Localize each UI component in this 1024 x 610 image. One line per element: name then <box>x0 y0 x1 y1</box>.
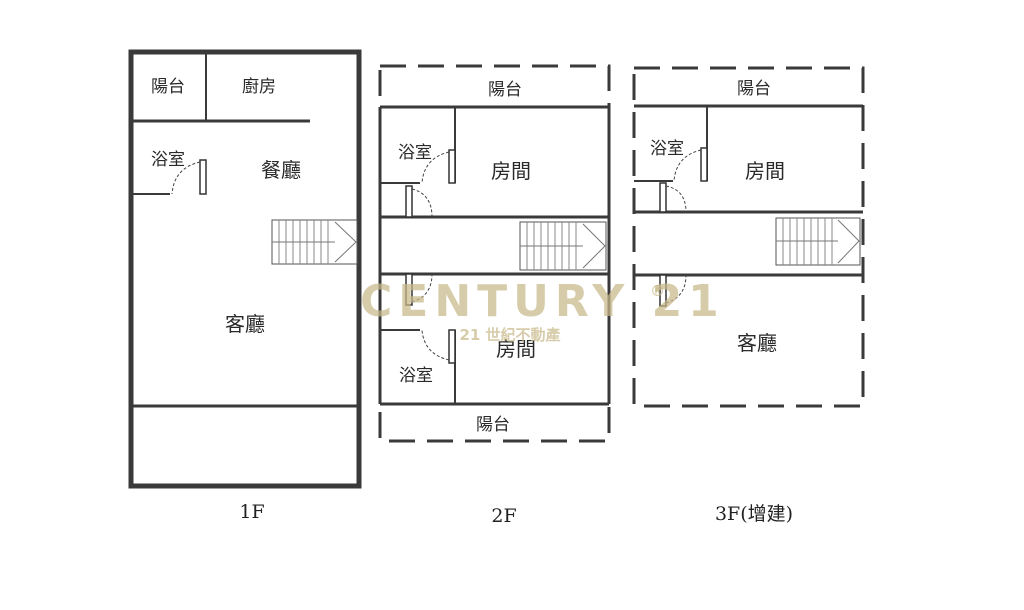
floor-3f-plan: 陽台 浴室 房間 客廳 <box>632 66 865 408</box>
floor-1f-plan: 陽台 廚房 浴室 餐廳 客廳 <box>128 49 362 489</box>
floor-1f-bathroom-door <box>171 159 207 195</box>
floor-2f-stairs <box>519 221 607 271</box>
floor-2f-room-upper-label: 房間 <box>491 159 531 183</box>
floor-2f-outer-dashed <box>378 64 611 443</box>
floor-1f-kitchen-label: 廚房 <box>242 76 276 97</box>
floor-3f-balcony-label: 陽台 <box>737 79 771 99</box>
floor-1f-living-label: 客廳 <box>225 312 265 336</box>
floor-1f-stairs <box>271 219 358 265</box>
floor-2f-balcony-bottom-label: 陽台 <box>476 415 510 435</box>
floor-2f-balcony-top-label: 陽台 <box>488 80 522 100</box>
floor-1f-caption: 1F <box>239 501 264 523</box>
floor-1f-outer-wall <box>128 49 362 489</box>
floor-3f-caption: 3F(增建) <box>715 503 793 525</box>
floor-3f-living-label: 客廳 <box>737 331 777 355</box>
floor-1f-bathroom-label: 浴室 <box>151 150 185 170</box>
floor-2f-bathroom-lower-label: 浴室 <box>399 366 433 386</box>
floor-2f-plan: 陽台 浴室 房間 房間 浴室 陽台 <box>378 64 611 443</box>
floor-3f-stairs <box>775 217 861 266</box>
watermark-brand: CENTURY 21 <box>360 276 725 327</box>
floor-1f-balcony-label: 陽台 <box>151 77 185 97</box>
century21-watermark: CENTURY 21 ® 21 世紀不動產 <box>360 276 725 344</box>
floor-2f-bathroom-upper-label: 浴室 <box>398 143 432 163</box>
floor-3f-outer-dashed <box>632 66 865 408</box>
floor-2f-caption: 2F <box>491 505 516 527</box>
floor-2f-room-lower-label: 房間 <box>496 337 536 361</box>
floor-1f-dining-label: 餐廳 <box>261 158 301 182</box>
watermark-subtitle: 21 世紀不動產 <box>459 326 560 344</box>
floor-3f-room-label: 房間 <box>745 159 785 183</box>
floor-3f-doors <box>659 147 708 307</box>
floor-2f-doors <box>405 149 456 364</box>
floor-3f-bathroom-label: 浴室 <box>650 139 684 159</box>
watermark-registered-mark: ® <box>650 282 665 300</box>
